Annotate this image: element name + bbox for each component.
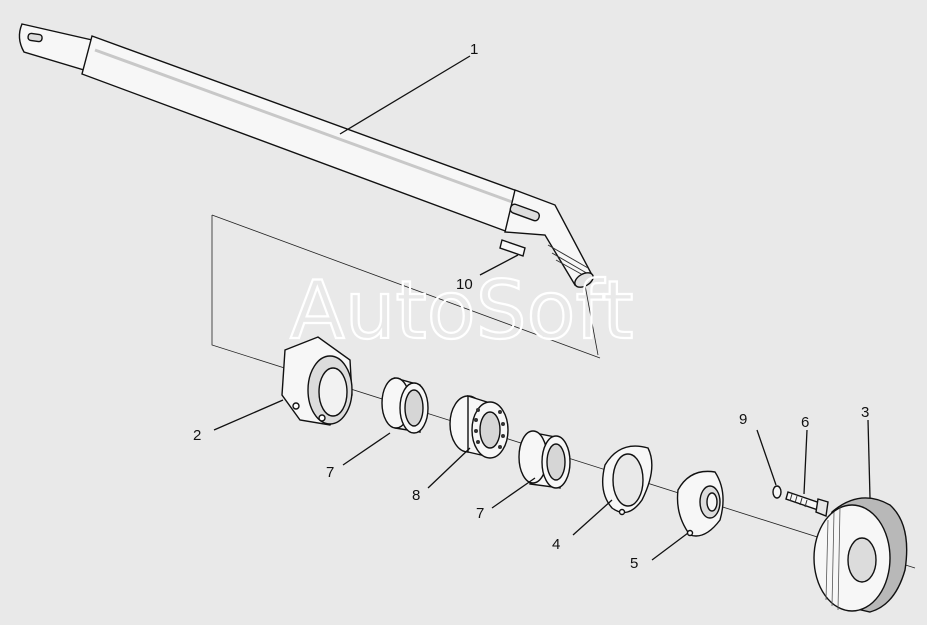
shaft-end-journal bbox=[18, 23, 93, 71]
shaft-projection-line bbox=[211, 214, 601, 359]
callout-7: 7 bbox=[326, 464, 334, 481]
ring-bore bbox=[546, 443, 566, 481]
bearing-balls bbox=[474, 408, 505, 449]
leader-line-8 bbox=[427, 447, 471, 489]
gasket-bolt-hole bbox=[618, 508, 626, 516]
shaft bbox=[18, 23, 594, 288]
bolt-head bbox=[815, 498, 829, 517]
cover-bolt-hole bbox=[686, 529, 694, 537]
leader-line-3 bbox=[867, 419, 871, 499]
callout-6: 6 bbox=[801, 414, 809, 431]
spacer-ring-left bbox=[381, 377, 429, 434]
leader-line-9 bbox=[756, 429, 777, 486]
shaft-highlight bbox=[94, 48, 516, 205]
leader-line-2 bbox=[213, 399, 284, 431]
cover-hub-bore bbox=[706, 492, 718, 512]
spacer-ring-right bbox=[518, 430, 571, 489]
shaft-keyway bbox=[27, 32, 43, 43]
leader-line-7b bbox=[491, 477, 536, 509]
housing-bolt-hole bbox=[318, 414, 326, 422]
callout-labels: 1 2 3 4 5 6 7 7 8 9 10 bbox=[193, 41, 869, 572]
leader-line-6 bbox=[803, 429, 808, 495]
gear-bore bbox=[847, 537, 877, 583]
ball-bearing bbox=[449, 395, 509, 459]
leader-line-10 bbox=[479, 254, 519, 276]
housing-bolt-hole bbox=[292, 402, 300, 410]
callout-4: 4 bbox=[552, 536, 560, 553]
bolt bbox=[785, 491, 829, 517]
watermark-text: AutoSoft bbox=[290, 264, 634, 357]
leader-line-5 bbox=[651, 532, 689, 561]
leader-line-1 bbox=[339, 55, 471, 135]
callout-10: 10 bbox=[456, 276, 473, 293]
leader-line-7a bbox=[342, 432, 391, 466]
leader-lines bbox=[213, 55, 871, 561]
bolt-shank bbox=[785, 491, 821, 511]
shaft-thread-end bbox=[574, 272, 594, 288]
bolt-thread bbox=[789, 493, 808, 508]
callout-8: 8 bbox=[412, 487, 420, 504]
housing-inner-ring bbox=[318, 367, 348, 417]
shaft-end-guide-line bbox=[584, 284, 599, 356]
leader-line-4 bbox=[572, 499, 613, 536]
callout-1: 1 bbox=[470, 41, 478, 58]
callout-9: 9 bbox=[739, 411, 747, 428]
ring-bore bbox=[404, 389, 424, 427]
callout-3: 3 bbox=[861, 404, 869, 421]
gear bbox=[813, 497, 908, 613]
key bbox=[499, 239, 526, 257]
lock-washer bbox=[772, 485, 782, 499]
shaft-end-keyway bbox=[509, 203, 541, 222]
callout-5: 5 bbox=[630, 555, 638, 572]
gasket-hole bbox=[612, 453, 644, 507]
gasket bbox=[602, 445, 653, 516]
bearing-housing bbox=[281, 336, 353, 426]
callout-2: 2 bbox=[193, 427, 201, 444]
callout-7: 7 bbox=[476, 505, 484, 522]
bearing-bore bbox=[479, 411, 501, 449]
gear-teeth bbox=[825, 506, 841, 611]
cover bbox=[676, 470, 724, 537]
